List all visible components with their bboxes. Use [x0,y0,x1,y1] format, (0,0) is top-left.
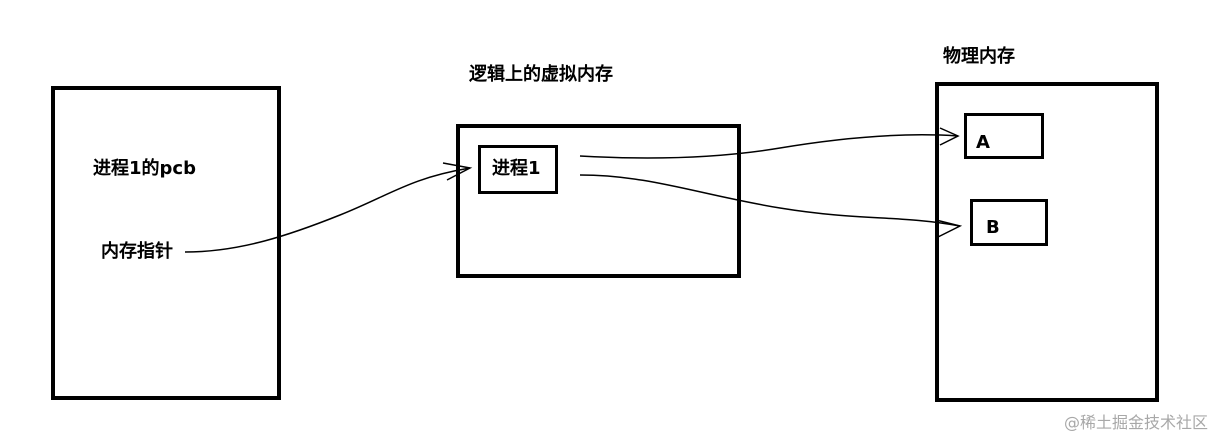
pcb-title: 进程1的pcb [93,158,196,179]
physical-block-a [964,113,1044,159]
virtual-process-label: 进程1 [492,158,541,179]
virtual-memory-title: 逻辑上的虚拟内存 [469,64,613,85]
physical-block-a-label: A [976,132,990,153]
watermark-text: @稀土掘金技术社区 [1063,413,1208,432]
physical-memory-title: 物理内存 [943,46,1015,67]
memory-pointer-label: 内存指针 [101,241,173,262]
virtual-process-box [478,145,558,194]
physical-block-b [970,199,1048,246]
physical-block-b-label: B [986,217,1000,238]
